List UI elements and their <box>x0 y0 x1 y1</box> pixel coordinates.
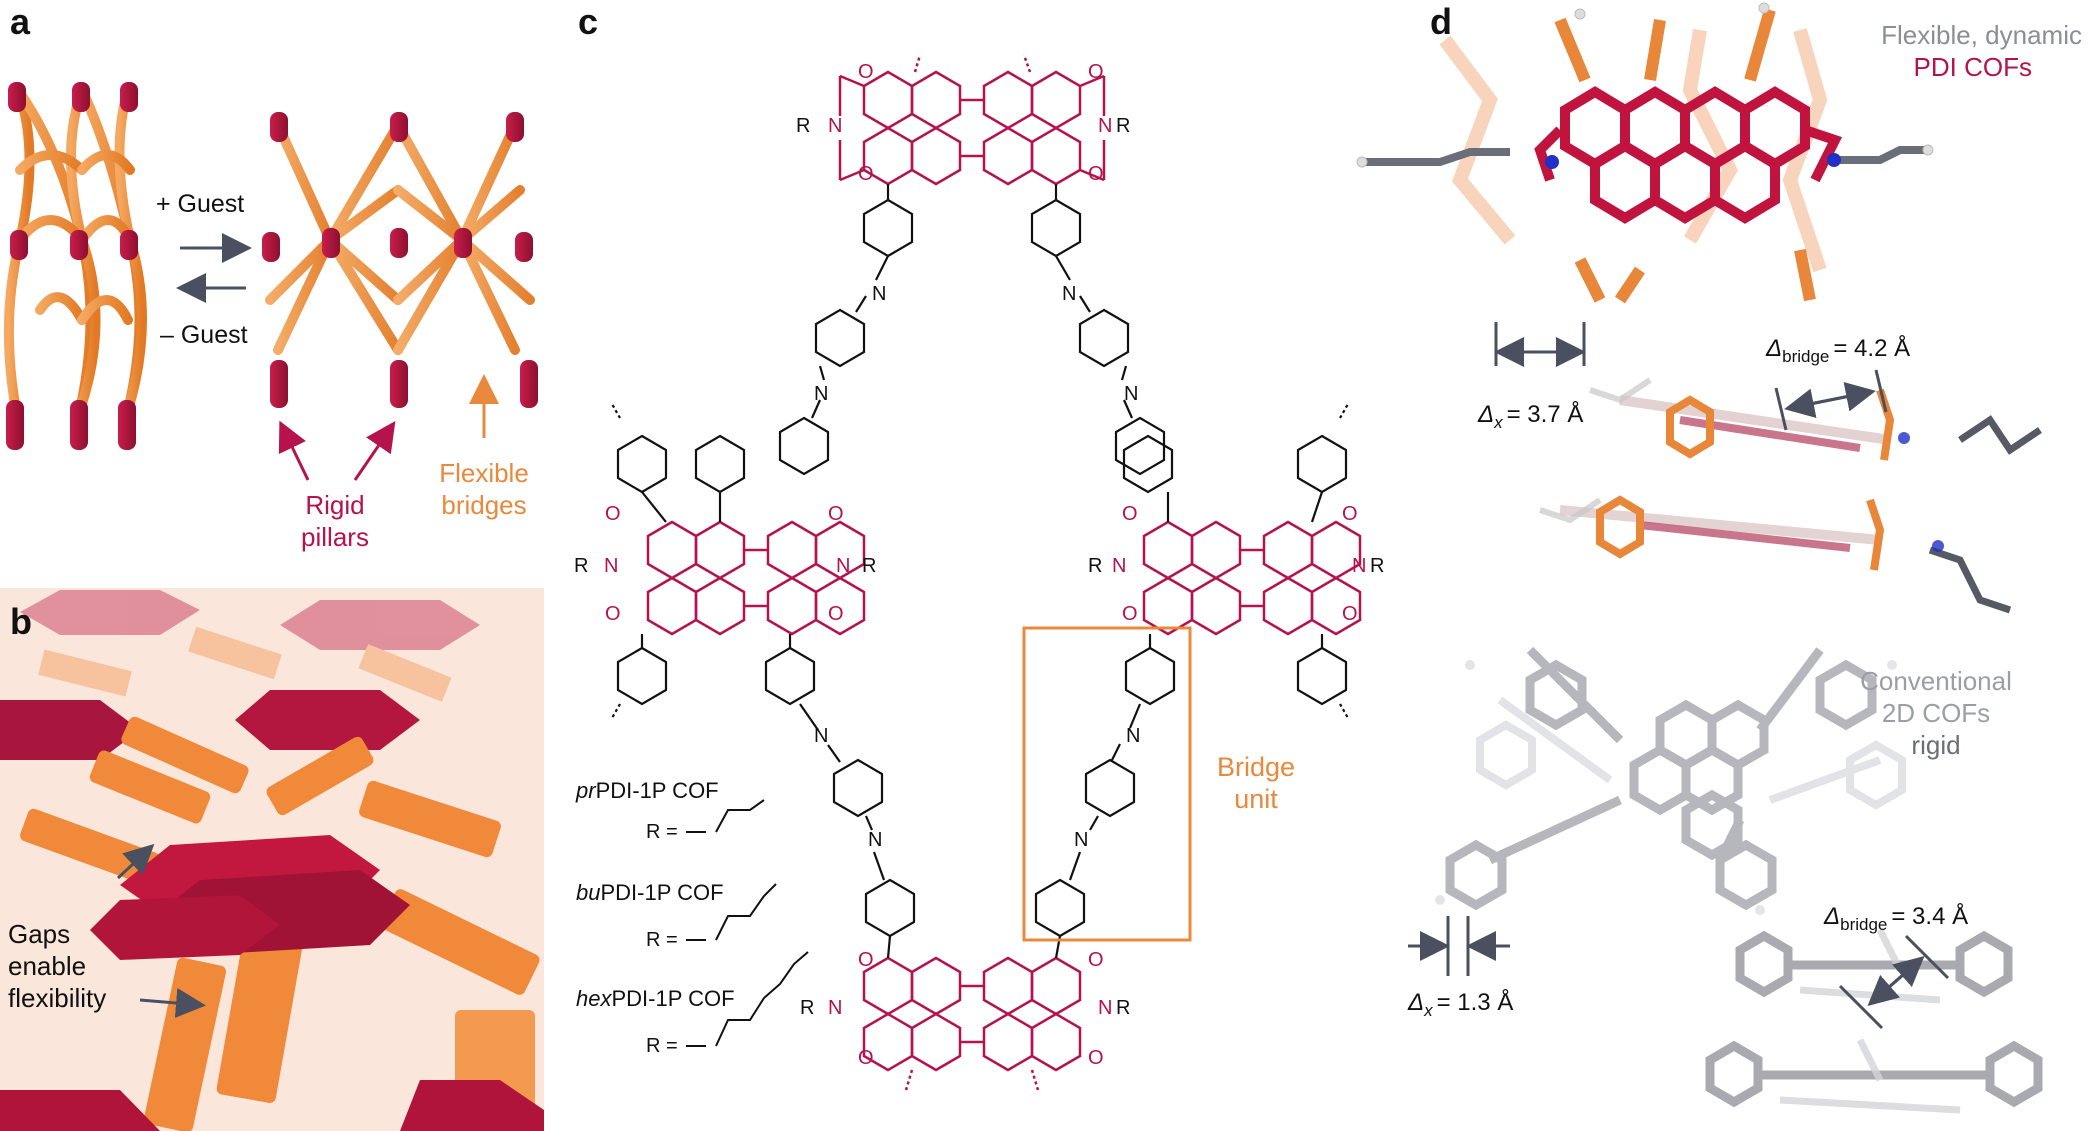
atoms-top: O N O O N O <box>828 61 1112 185</box>
gaps-label-line2: enable <box>8 951 86 981</box>
guest-arrows: + Guest – Guest <box>156 190 252 349</box>
r-group-right-right: R <box>1370 555 1384 577</box>
panel-label-d: d <box>1430 1 1452 42</box>
conv-line1: Conventional <box>1860 666 2012 696</box>
pdi-core-left <box>646 520 866 636</box>
r-group-left-left: R <box>574 555 588 577</box>
r-group-top-right: R <box>1116 115 1130 137</box>
expanded-lattice: Rigid pillars Flexible bridges <box>262 112 538 552</box>
bu-chain <box>686 883 777 941</box>
r-group-top-left: R <box>796 115 810 137</box>
imine-n-labels: N N N N N N N N <box>814 283 1140 851</box>
pdi-core-bottom <box>862 956 1082 1091</box>
flexible-label-line1: Flexible <box>439 458 529 488</box>
imine-n-4: N <box>1124 383 1138 405</box>
panel-label-b: b <box>10 601 32 642</box>
rigid-label-line2: pillars <box>301 522 369 552</box>
svg-text:O: O <box>1088 61 1104 83</box>
atom-o-l2: O <box>605 603 621 625</box>
gaps-label-line3: flexibility <box>8 983 106 1013</box>
imine-n-3: N <box>1062 283 1076 305</box>
conventional-crystal-top <box>1435 646 1906 915</box>
atom-o-r2: O <box>1122 603 1138 625</box>
atom-n-l2: N <box>836 555 850 577</box>
panel-label-a: a <box>10 1 31 42</box>
hex-cof-name: hexPDI-1P COF <box>576 986 735 1011</box>
panel-b: b Gaps enable flexibility <box>0 588 544 1131</box>
atom-o-b1: O <box>858 949 874 971</box>
r-group-legend: prPDI-1P COF R = buPDI-1P COF R = hexPDI… <box>575 778 809 1057</box>
atom-n-b2: N <box>1098 997 1112 1019</box>
atom-o-r3: O <box>1342 503 1358 525</box>
pr-chain <box>686 799 765 833</box>
dx-conv-label: Δx= 1.3 Å <box>1407 988 1513 1020</box>
bridge-unit-box <box>1022 626 1192 942</box>
imine-n-2: N <box>814 383 828 405</box>
imine-n-6: N <box>868 829 882 851</box>
r-group-bottom-left: R <box>800 997 814 1019</box>
hex-r-equals: R = <box>646 1035 678 1057</box>
pdi-stack-side <box>1539 369 2042 614</box>
atom-n-r1: N <box>1112 555 1126 577</box>
pr-cof-name: prPDI-1P COF <box>575 778 719 803</box>
pdi-core-right <box>1142 520 1362 636</box>
imine-n-7: N <box>1126 725 1140 747</box>
atom-o-b4: O <box>1088 1047 1104 1069</box>
r-group-bottom-right: R <box>1116 997 1130 1019</box>
atom-o-b2: O <box>858 1047 874 1069</box>
conventional-stack-side <box>1705 928 2043 1114</box>
svg-text:N: N <box>828 115 842 137</box>
cof-framework: O N O O N O R R <box>574 54 1384 1091</box>
svg-text:N: N <box>1098 115 1112 137</box>
dx-conv-marker <box>1408 916 1510 976</box>
bridge-label-line1: Bridge <box>1217 752 1295 782</box>
dx-flex-label: Δx= 3.7 Å <box>1477 400 1583 432</box>
atom-o-r4: O <box>1342 603 1358 625</box>
panel-c: c O N <box>574 1 1384 1091</box>
atom-n-l1: N <box>604 555 618 577</box>
panel-label-c: c <box>578 1 598 42</box>
atom-o-l3: O <box>828 503 844 525</box>
atom-n-r2: N <box>1352 555 1366 577</box>
imine-n-8: N <box>1074 829 1088 851</box>
svg-text:O: O <box>858 61 874 83</box>
flex-title-line1: Flexible, dynamic <box>1881 20 2082 50</box>
panel-d: d <box>1356 1 2082 1114</box>
r-group-left-right: R <box>862 555 876 577</box>
dbridge-conv-label: Δbridge= 3.4 Å <box>1823 902 1968 934</box>
bu-r-equals: R = <box>646 929 678 951</box>
minus-guest-label: – Guest <box>160 321 248 349</box>
atom-o-l4: O <box>828 603 844 625</box>
plus-guest-label: + Guest <box>156 190 244 218</box>
linkers <box>611 184 1349 959</box>
pr-r-equals: R = <box>646 821 678 843</box>
conv-line2: 2D COFs <box>1882 698 1990 728</box>
r-group-right-left: R <box>1088 555 1102 577</box>
render-3d <box>0 588 544 1131</box>
svg-text:O: O <box>858 163 874 185</box>
imine-n-1: N <box>872 283 886 305</box>
dbridge-flex-label: Δbridge= 4.2 Å <box>1765 334 1910 366</box>
rigid-label-line1: Rigid <box>305 490 364 520</box>
flex-title-line2: PDI COFs <box>1914 52 2032 82</box>
atom-o-l1: O <box>605 503 621 525</box>
bu-cof-name: buPDI-1P COF <box>576 880 724 905</box>
atom-o-r1: O <box>1122 503 1138 525</box>
panel-a: a <box>3 1 538 552</box>
svg-text:O: O <box>1088 163 1104 185</box>
gaps-label-line1: Gaps <box>8 919 70 949</box>
hex-chain <box>686 951 809 1047</box>
atom-n-b1: N <box>828 997 842 1019</box>
imine-n-5: N <box>814 725 828 747</box>
bridge-label-line2: unit <box>1234 784 1278 814</box>
atom-o-b3: O <box>1088 949 1104 971</box>
pdi-crystal-top <box>1356 2 1934 304</box>
dx-flex-marker <box>1494 322 1586 367</box>
pdi-core-top <box>838 54 1106 186</box>
flexible-label-line2: bridges <box>441 490 526 520</box>
compressed-lattice <box>3 82 147 450</box>
conv-line3: rigid <box>1911 730 1960 760</box>
